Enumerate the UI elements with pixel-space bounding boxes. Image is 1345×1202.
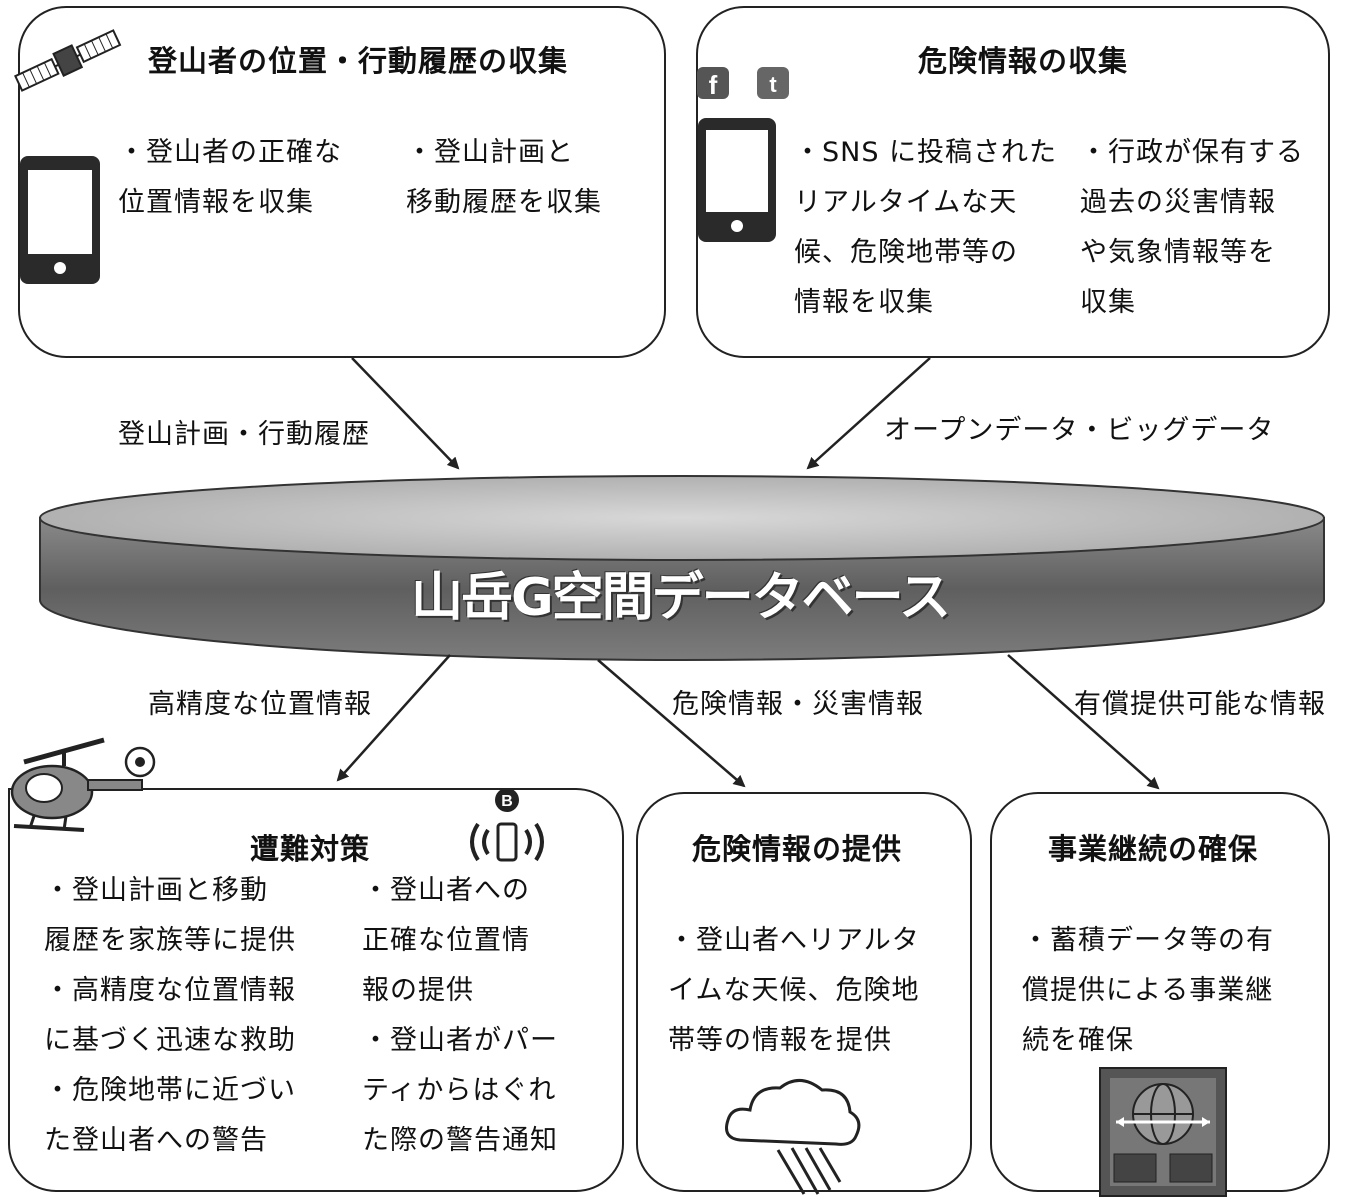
helicopter-icon bbox=[10, 737, 156, 832]
label-paid-info: 有償提供可能な情報 bbox=[1074, 689, 1326, 720]
location-collection-box bbox=[18, 6, 666, 358]
satellite-icon bbox=[14, 29, 122, 92]
server-globe-icon bbox=[1099, 1067, 1227, 1197]
distress-measures-col1: ・登山計画と移動 履歴を家族等に提供 ・高精度な位置情報 に基づく迅速な救助 ・… bbox=[44, 875, 296, 1156]
label-danger-disaster: 危険情報・災害情報 bbox=[672, 689, 924, 720]
location-collection-col2: ・登山計画と 移動履歴を収集 bbox=[406, 137, 602, 218]
danger-provision-body: ・登山者へリアルタ イムな天候、危険地 帯等の情報を提供 bbox=[668, 925, 920, 1056]
smartphone-icon bbox=[20, 156, 100, 284]
twitter-icon: t bbox=[757, 67, 789, 99]
svg-text:f: f bbox=[709, 70, 718, 100]
danger-collection-col1: ・SNS に投稿された リアルタイムな天 候、危険地帯等の 情報を収集 bbox=[794, 137, 1058, 318]
arrow-danger-disaster bbox=[597, 659, 746, 788]
rain-cloud-icon bbox=[725, 1079, 861, 1195]
distress-measures-col2: ・登山者への 正確な位置情 報の提供 ・登山者がパー ティからはぐれ た際の警告… bbox=[362, 875, 558, 1156]
database-cylinder bbox=[39, 475, 1325, 661]
label-plan-history: 登山計画・行動履歴 bbox=[118, 419, 370, 450]
location-collection-title: 登山者の位置・行動履歴の収集 bbox=[148, 44, 569, 78]
label-precise-location: 高精度な位置情報 bbox=[148, 689, 372, 720]
distress-measures-box bbox=[8, 788, 624, 1192]
danger-collection-title: 危険情報の収集 bbox=[918, 44, 1129, 78]
business-continuity-title: 事業継続の確保 bbox=[1048, 832, 1259, 866]
danger-provision-title: 危険情報の提供 bbox=[692, 832, 903, 866]
arrow-paid-info bbox=[1007, 654, 1160, 790]
smartphone-icon-sns bbox=[698, 118, 776, 242]
arrow-plan-history bbox=[351, 357, 460, 470]
location-collection-col1: ・登山者の正確な 位置情報を収集 bbox=[118, 137, 342, 218]
database-title: 山岳G空間データベース bbox=[410, 568, 951, 628]
facebook-icon: f bbox=[697, 67, 729, 100]
danger-collection-col2: ・行政が保有する 過去の災害情報 や気象情報等を 収集 bbox=[1080, 137, 1304, 318]
distress-measures-title: 遭難対策 bbox=[250, 832, 371, 866]
label-open-big-data: オープンデータ・ビッグデータ bbox=[884, 415, 1275, 446]
svg-text:B: B bbox=[501, 793, 513, 810]
arrow-precise-location bbox=[336, 654, 451, 782]
arrow-open-big-data bbox=[806, 357, 931, 470]
danger-collection-box bbox=[696, 6, 1330, 358]
bluetooth-phone-icon: B bbox=[470, 788, 544, 862]
svg-text:t: t bbox=[769, 72, 777, 97]
business-continuity-body: ・蓄積データ等の有 償提供による事業継 続を確保 bbox=[1022, 925, 1274, 1056]
